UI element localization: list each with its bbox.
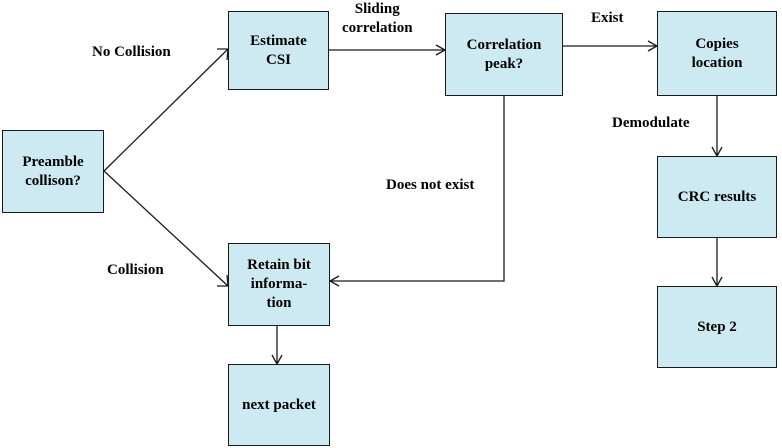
- node-copies-location: Copies location: [657, 11, 777, 96]
- label-no-collision: No Collision: [92, 44, 171, 60]
- node-next-packet: next packet: [228, 364, 330, 446]
- node-retain-label: Retain bit informa- tion: [247, 257, 311, 311]
- node-step2-label: Step 2: [697, 318, 737, 335]
- node-retain-bit: Retain bit informa- tion: [228, 243, 330, 326]
- node-estimate-label: Estimate CSI: [250, 32, 307, 68]
- label-collision: Collision: [107, 262, 164, 278]
- node-correlation-label: Correlation peak?: [466, 36, 542, 72]
- node-preamble-collision: Preamble collison?: [2, 130, 104, 213]
- edge-preamble-to-retain: [103, 170, 229, 287]
- edge-preamble-to-estimate: [103, 48, 229, 172]
- arrowhead-retain-right: [328, 275, 340, 287]
- node-correlation-peak: Correlation peak?: [445, 13, 563, 96]
- label-sliding-correlation: Sliding correlation: [342, 1, 413, 36]
- node-copies-label: Copies location: [691, 35, 743, 71]
- edge-correlation-to-retain: [330, 96, 505, 282]
- node-crc-results: CRC results: [657, 156, 777, 238]
- node-estimate-csi: Estimate CSI: [228, 11, 329, 90]
- label-demodulate: Demodulate: [612, 115, 690, 131]
- node-next-label: next packet: [242, 396, 316, 413]
- node-step-2: Step 2: [657, 286, 777, 368]
- node-crc-label: CRC results: [677, 188, 757, 205]
- label-does-not-exist: Does not exist: [386, 177, 475, 193]
- label-exist: Exist: [591, 10, 624, 26]
- node-preamble-label: Preamble collison?: [22, 153, 84, 189]
